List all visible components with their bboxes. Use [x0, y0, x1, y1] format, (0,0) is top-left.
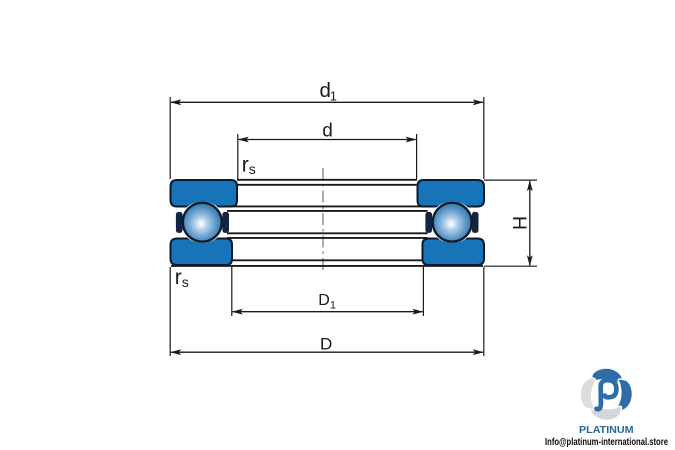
svg-text:Info@platinum-international.st: Info@platinum-international.store: [545, 437, 668, 448]
svg-text:d: d: [322, 121, 333, 142]
svg-text:D: D: [320, 334, 332, 353]
svg-text:PLATINUM: PLATINUM: [579, 425, 634, 436]
svg-text:H: H: [510, 216, 532, 230]
